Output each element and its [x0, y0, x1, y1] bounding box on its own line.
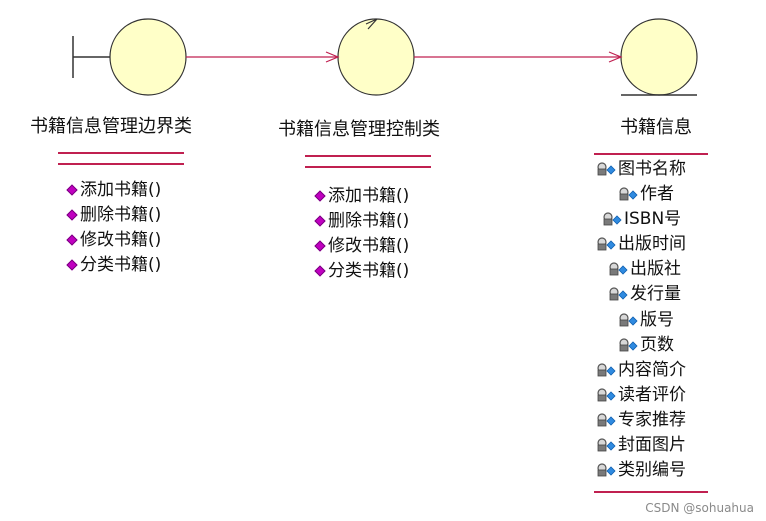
attribute-item[interactable]: 图书名称 [596, 157, 716, 182]
operation-label: 添加书籍() [80, 180, 162, 200]
control-compartment-separator [305, 155, 431, 157]
entity-class-symbol[interactable] [620, 18, 698, 96]
attribute-label: 页数 [640, 334, 674, 355]
operation-item[interactable]: 修改书籍() [314, 234, 410, 259]
attribute-label: 内容简介 [618, 359, 686, 380]
boundary-class-name[interactable]: 书籍信息管理边界类 [30, 116, 192, 137]
attribute-item[interactable]: 读者评价 [596, 383, 716, 408]
operation-label: 修改书籍() [328, 236, 410, 256]
operation-item[interactable]: 删除书籍() [314, 209, 410, 234]
attribute-item[interactable]: 封面图片 [596, 433, 716, 458]
entity-circle [620, 18, 698, 96]
attribute-label: 出版时间 [618, 234, 686, 255]
operation-diamond-icon [314, 265, 326, 277]
boundary-compartment-separator [58, 163, 184, 165]
attribute-key-icon [597, 388, 616, 402]
watermark: CSDN @sohuahua [645, 501, 754, 515]
attribute-key-icon [603, 212, 622, 226]
attribute-item[interactable]: 版号 [596, 308, 716, 333]
attribute-label: ISBN号 [624, 209, 682, 230]
entity-compartment-separator [594, 153, 708, 155]
association-control-entity[interactable] [414, 51, 623, 63]
attribute-key-icon [619, 338, 638, 352]
association-boundary-control[interactable] [186, 51, 340, 63]
attribute-label: 出版社 [630, 259, 681, 280]
control-arrow-head [365, 18, 378, 30]
attribute-key-icon [597, 162, 616, 176]
attribute-key-icon [597, 237, 616, 251]
attribute-item[interactable]: 专家推荐 [596, 408, 716, 433]
attribute-item[interactable]: 作者 [596, 182, 716, 207]
attribute-key-icon [609, 287, 628, 301]
attribute-key-icon [597, 413, 616, 427]
attribute-item[interactable]: 类别编号 [596, 458, 716, 483]
attribute-item[interactable]: 页数 [596, 333, 716, 358]
entity-attributes: 图书名称 作者 ISBN号 出版时间 出版社 发行量 版号 页数 内容简介 [596, 157, 716, 483]
operation-item[interactable]: 分类书籍() [314, 259, 410, 284]
attribute-label: 类别编号 [618, 460, 686, 481]
attribute-key-icon [597, 463, 616, 477]
operation-label: 修改书籍() [80, 230, 162, 250]
attribute-key-icon [619, 187, 638, 201]
operation-item[interactable]: 添加书籍() [66, 178, 162, 203]
operation-label: 添加书籍() [328, 186, 410, 206]
attribute-item[interactable]: 出版时间 [596, 232, 716, 257]
operation-diamond-icon [314, 240, 326, 252]
attribute-key-icon [597, 438, 616, 452]
operation-label: 删除书籍() [80, 205, 162, 225]
attribute-label: 图书名称 [618, 159, 686, 179]
operation-diamond-icon [66, 184, 78, 196]
attribute-label: 专家推荐 [618, 409, 686, 430]
control-operations: 添加书籍() 删除书籍() 修改书籍() 分类书籍() [314, 184, 410, 284]
control-circle [337, 18, 415, 96]
attribute-label: 发行量 [630, 284, 681, 305]
operation-diamond-icon [66, 259, 78, 271]
attribute-key-icon [619, 312, 638, 326]
control-class-symbol[interactable] [337, 18, 415, 96]
association-arrowhead [608, 51, 623, 63]
attribute-label: 版号 [640, 309, 674, 330]
operation-item[interactable]: 分类书籍() [66, 253, 162, 278]
boundary-circle [109, 18, 187, 96]
boundary-class-symbol[interactable] [72, 18, 187, 96]
attribute-item[interactable]: 内容简介 [596, 358, 716, 383]
association-arrowhead [325, 51, 340, 63]
operation-label: 分类书籍() [328, 261, 410, 281]
operation-diamond-icon [314, 190, 326, 202]
attribute-label: 封面图片 [618, 435, 686, 456]
control-compartment-separator [305, 166, 431, 168]
operation-label: 分类书籍() [80, 255, 162, 275]
attribute-label: 作者 [640, 184, 674, 205]
attribute-item[interactable]: 出版社 [596, 257, 716, 282]
attribute-key-icon [597, 363, 616, 377]
attribute-item[interactable]: ISBN号 [596, 207, 716, 232]
entity-class-name[interactable]: 书籍信息 [620, 117, 692, 138]
entity-compartment-separator [594, 491, 708, 493]
operation-item[interactable]: 删除书籍() [66, 203, 162, 228]
operation-diamond-icon [66, 234, 78, 246]
operation-diamond-icon [314, 215, 326, 227]
operation-item[interactable]: 修改书籍() [66, 228, 162, 253]
operation-diamond-icon [66, 209, 78, 221]
operation-item[interactable]: 添加书籍() [314, 184, 410, 209]
operation-label: 删除书籍() [328, 211, 410, 231]
attribute-label: 读者评价 [618, 384, 686, 405]
boundary-compartment-separator [58, 152, 184, 154]
boundary-operations: 添加书籍() 删除书籍() 修改书籍() 分类书籍() [66, 178, 162, 278]
attribute-item[interactable]: 发行量 [596, 282, 716, 307]
control-class-name[interactable]: 书籍信息管理控制类 [278, 119, 440, 140]
attribute-key-icon [609, 262, 628, 276]
